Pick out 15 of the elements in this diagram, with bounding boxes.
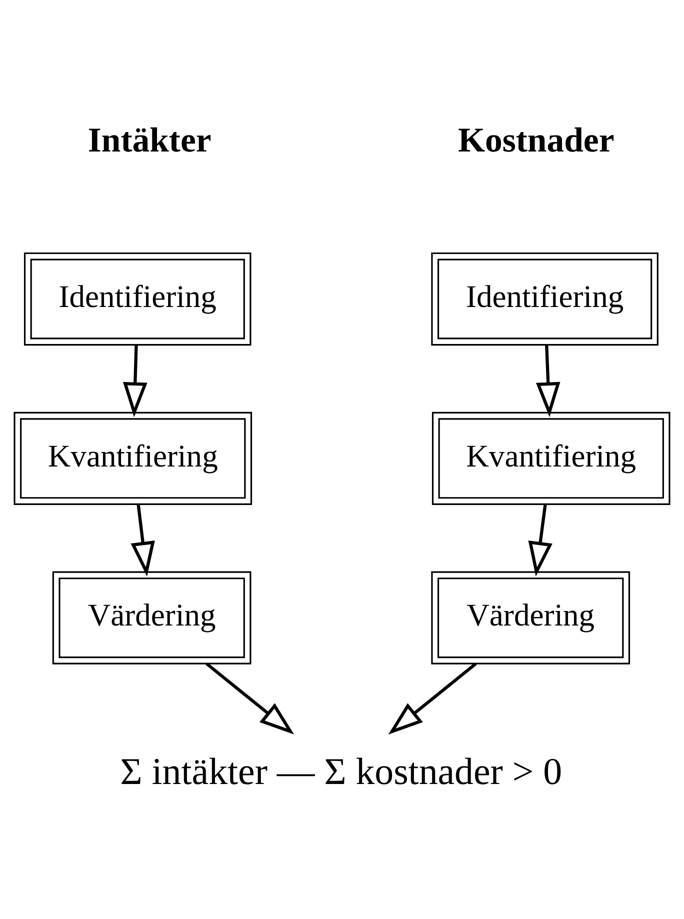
node-box: Identifiering [24, 252, 252, 346]
arrow [206, 662, 294, 734]
arrow [130, 504, 155, 576]
node-text: Σ intäkter — Σ kostnader > 0 [120, 750, 562, 792]
label: Kostnader [458, 120, 614, 160]
node-box: Identifiering [431, 252, 658, 346]
node-box: Värdering [52, 570, 252, 664]
node-box: Kvantifiering [432, 411, 670, 504]
arrow [528, 504, 552, 576]
arrow [388, 662, 477, 734]
node-box: Kvantifiering [14, 411, 252, 504]
arrow [122, 344, 148, 417]
label: Intäkter [88, 120, 212, 160]
node-box: Värdering [431, 570, 630, 664]
arrow [536, 344, 560, 417]
